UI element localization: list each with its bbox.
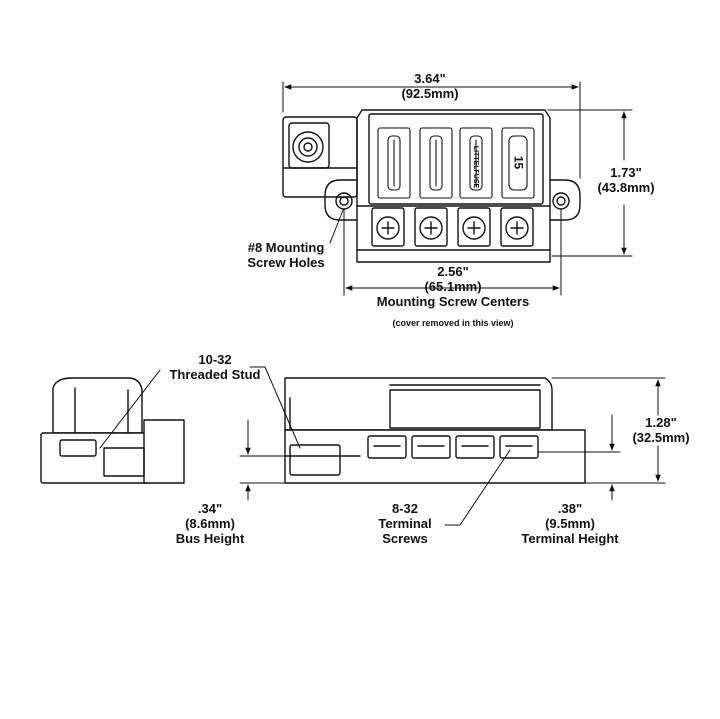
width-inches: 3.64" [414, 71, 446, 86]
end-view [40, 377, 185, 484]
side-dimensions [99, 366, 666, 526]
top-view [282, 81, 633, 296]
stud-label: 10-32 Threaded Stud [160, 352, 270, 382]
height-dimension [547, 109, 633, 257]
width-dimension [282, 81, 581, 179]
terminal-screws-size: 8-32 [391, 501, 419, 516]
mounting-ear-right [549, 179, 581, 221]
mounting-ear-left [324, 179, 358, 221]
mounting-hole-leader [329, 209, 344, 244]
terminal-screws-label: 8-32 Terminal Screws [360, 501, 450, 546]
overall-height-label: 1.28" (32.5mm) [616, 415, 706, 445]
side-view [284, 377, 586, 484]
terminal-screws-top [371, 207, 534, 247]
terminal-height-inches: .38" [557, 501, 583, 516]
overall-height-mm: (32.5mm) [632, 430, 690, 445]
width-label: 3.64" (92.5mm) [380, 71, 480, 101]
fuse-slots [377, 127, 535, 199]
screw-centers-caption: Mounting Screw Centers [376, 294, 530, 309]
screw-centers-dimension [343, 209, 562, 296]
width-mm: (92.5mm) [401, 86, 459, 101]
stud-housing [282, 116, 358, 198]
stud-caption: Threaded Stud [169, 367, 261, 382]
height-label: 1.73" (43.8mm) [586, 165, 666, 195]
mounting-holes-line2: Screw Holes [247, 255, 325, 270]
bus-height-inches: .34" [197, 501, 223, 516]
bus-height-label: .34" (8.6mm) Bus Height [160, 501, 260, 546]
terminal-height-mm: (9.5mm) [545, 516, 595, 531]
bus-height-caption: Bus Height [175, 531, 245, 546]
terminal-screws-line3: Screws [382, 531, 428, 546]
bus-height-mm: (8.6mm) [185, 516, 235, 531]
height-inches: 1.73" [610, 165, 642, 180]
overall-height-inches: 1.28" [645, 415, 677, 430]
height-mm: (43.8mm) [597, 180, 655, 195]
mounting-holes-line1: #8 Mounting [247, 240, 325, 255]
screw-centers-mm: (65.1mm) [424, 279, 482, 294]
terminal-blocks-side [367, 435, 539, 459]
terminal-screws-line2: Terminal [378, 516, 432, 531]
terminal-height-label: .38" (9.5mm) Terminal Height [515, 501, 625, 546]
screw-centers-inches: 2.56" [437, 264, 469, 279]
brand-text: LITTELFUSE [472, 145, 479, 189]
stud-size: 10-32 [198, 352, 232, 367]
mounting-holes-label: #8 Mounting Screw Holes [236, 240, 336, 270]
fuse-block-body-top [356, 109, 551, 263]
screw-centers-label: 2.56" (65.1mm) Mounting Screw Centers [353, 264, 553, 309]
fuse-rating: 15 [511, 155, 526, 170]
cover-removed-note: (cover removed in this view) [392, 318, 514, 328]
terminal-height-caption: Terminal Height [521, 531, 619, 546]
